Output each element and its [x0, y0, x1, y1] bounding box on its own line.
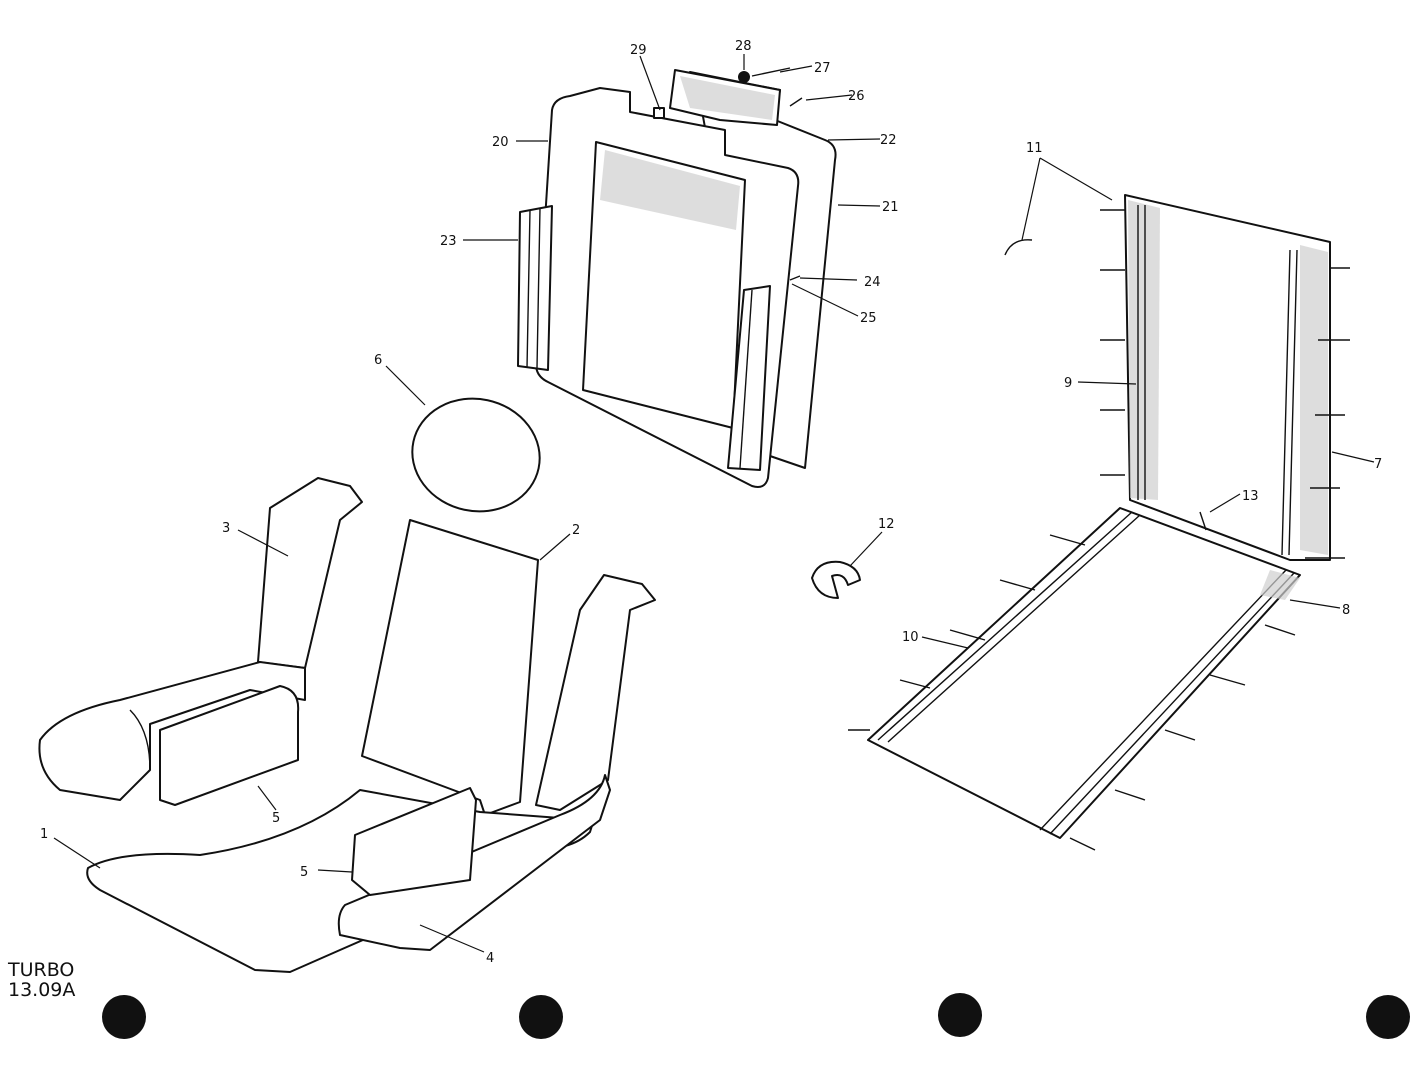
clip-12 [811, 560, 861, 599]
reference-line-1: TURBO [8, 959, 75, 981]
binder-holes [102, 993, 1410, 1039]
seat-back-cushion [361, 519, 539, 816]
leader-lines [53, 54, 1375, 953]
seat-spring-panel [848, 507, 1301, 851]
reference-line-2: 13.09A [8, 979, 76, 1001]
seat-base [86, 789, 601, 973]
callout-1: 1 [40, 827, 48, 842]
callout-28: 28 [735, 39, 752, 54]
callout-13: 13 [1242, 489, 1259, 504]
spring-hooks-right [1305, 267, 1350, 559]
rail-left [517, 205, 553, 371]
back-spring-panel [1004, 194, 1350, 561]
seat-spring-hooks [848, 534, 1296, 851]
right-side-bolster [337, 574, 656, 951]
callout-5-right: 5 [300, 865, 308, 880]
callout-5-left: 5 [272, 811, 280, 826]
rail-right [727, 285, 771, 471]
callout-4: 4 [486, 951, 494, 966]
callout-21: 21 [882, 200, 899, 215]
callout-25: 25 [860, 311, 877, 326]
callout-26: 26 [848, 89, 865, 104]
callout-2: 2 [572, 523, 580, 538]
callout-10: 10 [902, 630, 919, 645]
callout-24: 24 [864, 275, 881, 290]
callout-7: 7 [1374, 457, 1382, 472]
callout-3: 3 [222, 521, 230, 536]
figure-reference: TURBO 13.09A [8, 960, 75, 1000]
callout-23: 23 [440, 234, 457, 249]
headrest [411, 397, 541, 513]
callout-9: 9 [1064, 376, 1072, 391]
spring-hooks-left [1100, 209, 1125, 476]
callout-numbers: 1 2 3 4 5 5 6 7 8 9 10 11 12 13 20 21 22… [40, 39, 1382, 966]
nut-28 [738, 71, 750, 83]
clip-29 [653, 107, 665, 119]
cushion-pad-left [159, 685, 300, 806]
seat-back-frame [517, 67, 837, 488]
callout-27: 27 [814, 61, 831, 76]
callout-12: 12 [878, 517, 895, 532]
callout-6: 6 [374, 353, 382, 368]
cushion-pad-right [351, 787, 477, 896]
callout-11: 11 [1026, 141, 1043, 156]
left-side-bolster [38, 477, 363, 801]
callout-29: 29 [630, 43, 647, 58]
callout-20: 20 [492, 135, 509, 150]
callout-22: 22 [880, 133, 897, 148]
callout-8: 8 [1342, 603, 1350, 618]
